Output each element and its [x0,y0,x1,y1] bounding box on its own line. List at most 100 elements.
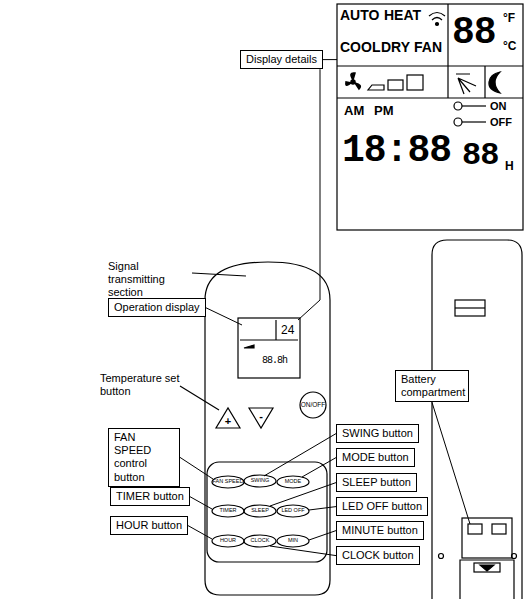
callout-text: FAN SPEED control button [114,431,174,484]
button-label: SWING [251,478,270,484]
leader-line [302,458,336,477]
button-label: ON/OFF [301,402,326,409]
display-clock: 88.8h [262,356,287,366]
callout-text: Temperature set button [100,372,180,398]
lcd-mode-text: HEAT [384,8,421,22]
callout-text: MINUTE button [342,524,418,537]
fan-bar [244,345,254,348]
lcd-mode-text: AUTO [340,8,379,22]
leader-line [206,308,242,325]
battery-contact [492,524,506,534]
screw-hole [512,554,517,559]
button-sign: - [259,411,263,422]
callout-box: Operation display [108,298,206,317]
callout-text: MODE button [342,451,409,464]
timer-icons [454,102,486,126]
callout-box: MINUTE button [336,521,424,540]
panel-divider [484,66,485,98]
leader-line [264,434,336,476]
power-button [300,392,326,418]
button-sign: + [225,416,231,427]
callout-box: CLOCK button [336,546,420,565]
lcd-hour-digits: 88 [462,140,498,172]
leader-line [192,273,246,276]
callout-text: SWING button [342,427,413,440]
lcd-mode-text: COOL [340,40,380,54]
fan-speed-bars [368,75,423,90]
back-window [455,300,485,316]
callout-text: Signal transmitting section [108,260,190,300]
button-label: HOUR [220,538,236,544]
button-ellipses [212,475,309,547]
temp-down-button [249,408,273,428]
temp-up-button [216,408,240,428]
lcd-panel [337,4,523,230]
leader-line [309,507,336,510]
panel-divider [337,97,523,98]
leader-line [298,69,320,320]
button-panel [207,462,327,562]
callout-text: TIMER button [116,490,184,503]
callout-box: MODE button [336,448,415,467]
signal-icon [429,13,445,26]
remote-back [432,240,522,599]
leader-line [323,59,337,60]
leader-line [270,546,336,556]
callout-text: HOUR button [116,519,182,532]
lcd-mode-text: DRY [381,40,410,54]
leader-line [190,497,212,509]
lcd-unit: °C [503,40,516,52]
lcd-clock-digits: 18:88 [342,132,451,170]
callout-box: FAN SPEED control button [108,428,180,487]
lcd-timer-text: ON [490,101,507,112]
callout-text: LED OFF button [342,500,422,513]
lcd-unit: °F [503,12,515,24]
back-window [455,307,485,308]
swing-icon [456,74,476,94]
callout-box: SLEEP button [336,473,417,492]
lcd-ampm: PM [374,104,394,117]
leader-line [180,457,213,479]
leader-line [180,386,219,410]
latch-arrow [480,565,494,571]
operation-display [238,318,300,378]
leader-line [188,526,212,539]
display-divider [275,320,276,340]
lcd-temp-digits: 88 [452,14,496,52]
button-label: CLOCK [251,538,270,544]
leader-line [432,402,470,524]
callout-box: SWING button [336,424,419,443]
callout-text: SLEEP button [342,476,411,489]
callout-box: TIMER button [110,487,190,506]
callout-text: CLOCK button [342,549,414,562]
callout-text: Operation display [114,301,200,314]
remote-body [205,262,330,595]
button-label: MODE [285,479,302,485]
button-label: FAN SPEED [213,479,244,485]
callout-box: HOUR button [110,516,188,535]
panel-divider [447,4,448,98]
fan-icon [346,73,360,89]
callout-box: Display details [240,50,323,69]
button-label: LED OFF [281,508,304,514]
battery-door [460,560,514,599]
callout-text: Battery compartment [401,373,463,399]
callout-text: Display details [246,53,317,66]
lcd-ampm: AM [344,104,364,117]
display-divider [240,339,298,340]
sleep-icon [489,72,500,93]
display-temp: 24 [281,324,294,336]
button-label: SLEEP [251,508,269,514]
button-label: TIMER [219,508,236,514]
panel-divider [337,65,523,66]
callout-box: Battery compartment [395,370,469,402]
battery-contact [468,524,482,534]
lcd-mode-text: FAN [414,40,442,54]
button-label: MIN [288,538,298,544]
door-latch [474,563,500,572]
callout-box: LED OFF button [336,497,428,516]
leader-line [270,483,336,506]
screw-hole [439,554,444,559]
leader-line [309,531,336,540]
